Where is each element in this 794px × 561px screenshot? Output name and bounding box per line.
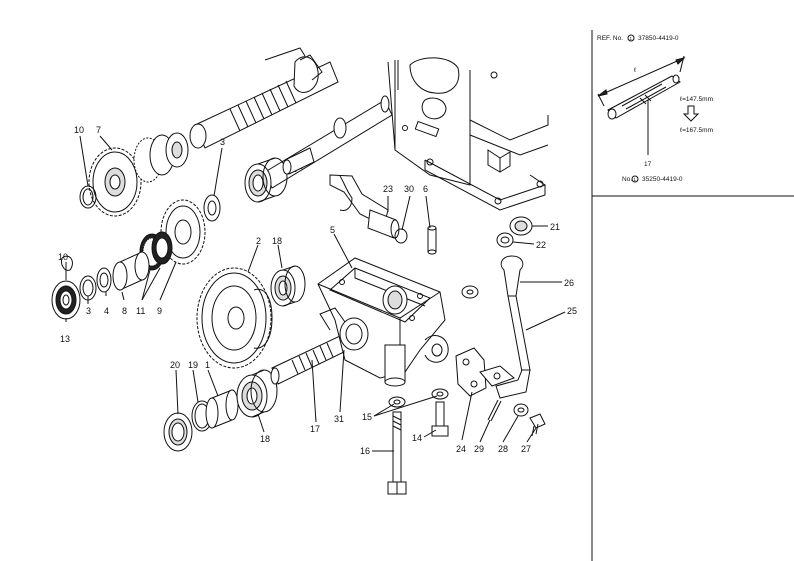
seal-20: [163, 412, 193, 452]
washer-28: [513, 403, 529, 417]
washer-22: [496, 232, 514, 248]
inset-down-arrow-icon: [682, 105, 700, 122]
callout-14: 14: [412, 433, 422, 443]
bolt-14: [431, 401, 449, 437]
pin-6: [427, 225, 437, 255]
o-ring-30: [394, 228, 408, 244]
inset-ref-prefix: REF. No.: [597, 35, 623, 42]
callout-2: 2: [256, 236, 261, 246]
callout-11: 11: [136, 306, 145, 316]
washer-case-side: [461, 285, 479, 299]
callout-3-left: 3: [86, 306, 91, 316]
bracket-24: [455, 347, 515, 397]
callout-8: 8: [122, 306, 127, 316]
callout-23: 23: [383, 184, 393, 194]
leader-lines: [65, 135, 566, 452]
countershaft-upper: [189, 47, 339, 149]
callout-16: 16: [360, 446, 370, 456]
inset-new-marker: 1: [634, 177, 637, 182]
transmission-housing: [387, 57, 549, 211]
bearing-18-top: [270, 265, 306, 307]
callout-5: 5: [330, 225, 335, 235]
callout-15: 15: [362, 412, 372, 422]
inset-dim-old: ℓ=147.5mm: [680, 96, 713, 103]
spline-collar-upper: [282, 147, 315, 175]
washer-3-left: [79, 275, 97, 301]
inset-new-prefix: No.: [622, 176, 632, 183]
snap-ring-10-lower: [61, 255, 73, 271]
callout-26: 26: [564, 278, 574, 288]
collar-1: [205, 389, 239, 429]
inset-ref-marker: 1: [630, 36, 633, 41]
washer-4: [96, 267, 112, 293]
gear-2: [196, 267, 273, 369]
knob-26: [500, 255, 524, 297]
callout-labels: 10 7 3 10 3 4 8 11 9 13 2 18 5 23 30 6 2…: [58, 125, 577, 456]
bolt-16: [387, 411, 407, 495]
callout-24: 24: [456, 444, 466, 454]
callout-18-bottom: 18: [260, 434, 270, 444]
callout-31: 31: [334, 414, 344, 424]
callout-17: 17: [310, 424, 320, 434]
callout-30: 30: [404, 184, 414, 194]
washer-3-top: [203, 194, 221, 222]
gear-case-5: [317, 257, 449, 387]
bolt-27: [529, 413, 546, 437]
callout-18-top: 18: [272, 236, 282, 246]
callout-1: 1: [205, 360, 210, 370]
callout-10-b: 10: [58, 252, 68, 262]
callout-6: 6: [423, 184, 428, 194]
inset-panel: REF. No. 1 37850-4419-0 ℓ ℓ=147.5mm ℓ=16…: [591, 30, 794, 561]
shift-lever-25: [495, 255, 531, 399]
shift-fork-23: [329, 174, 400, 239]
inset-ref-marker-circle: [627, 34, 635, 42]
callout-27: 27: [521, 444, 531, 454]
inset-part-label: 17: [644, 161, 652, 168]
callout-3-top: 3: [220, 137, 225, 147]
inset-new-marker-circle: [631, 175, 639, 183]
inset-ref-number: 37850-4419-0: [638, 35, 679, 42]
callout-29: 29: [474, 444, 484, 454]
callout-4: 4: [104, 306, 109, 316]
bearing-upper-right: [244, 157, 288, 203]
callout-20: 20: [170, 360, 180, 370]
callout-19: 19: [188, 360, 198, 370]
collar-8: [112, 251, 150, 291]
callout-25: 25: [567, 306, 577, 316]
shaft-17: [270, 333, 350, 385]
inset-dimension-line: [597, 57, 685, 97]
callout-22: 22: [536, 240, 546, 250]
inset-dim-new: ℓ=167.5mm: [680, 127, 713, 134]
nut-21: [509, 216, 533, 236]
main-shaft-middle: [264, 95, 393, 189]
callout-21: 21: [550, 222, 560, 232]
gear-7: [88, 147, 142, 217]
inset-shaft-drawing: [597, 55, 686, 120]
callout-9: 9: [157, 306, 162, 316]
callout-10-a: 10: [74, 125, 84, 135]
bearing-18-bottom: [236, 369, 278, 418]
inset-dim-label: ℓ: [634, 67, 637, 74]
callout-7: 7: [96, 125, 101, 135]
pin-29: [487, 399, 502, 422]
bearing-13: [51, 280, 81, 320]
callout-13: 13: [60, 334, 70, 344]
inset-new-number: 35250-4419-0: [642, 176, 683, 183]
gear-cluster-upper: [133, 132, 189, 183]
callout-28: 28: [498, 444, 508, 454]
